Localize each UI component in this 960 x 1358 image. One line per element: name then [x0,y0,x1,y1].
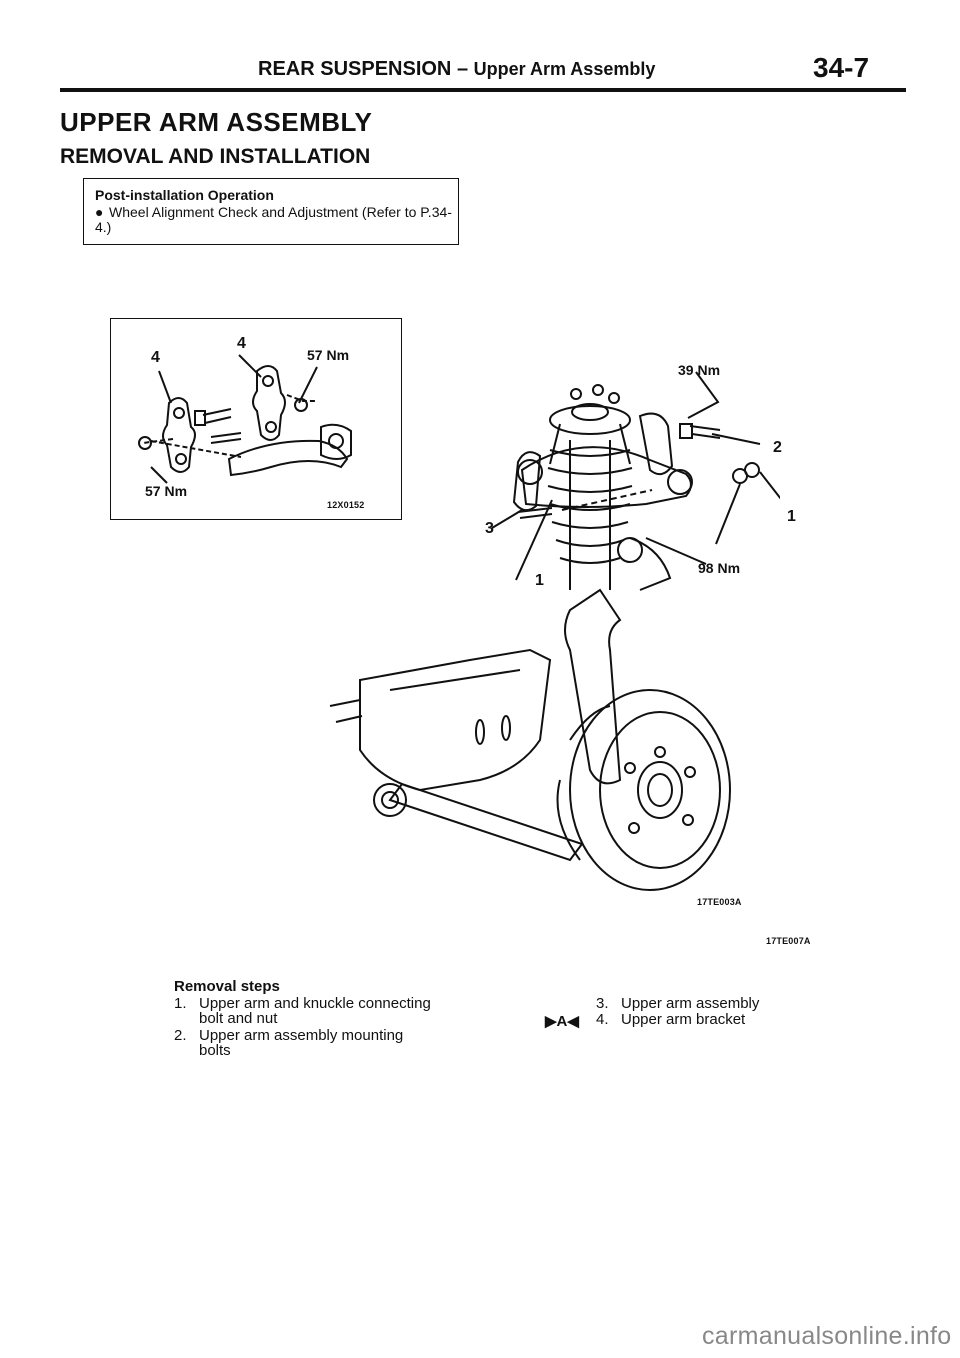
service-point-mark: ▶A◀ [545,1013,579,1030]
inset-figure-code: 12X0152 [327,500,365,510]
removal-steps-heading: Removal steps [174,978,280,995]
torque-label-top: 57 Nm [307,347,350,363]
figure-code-outer: 17TE007A [766,936,811,946]
callout-2: 2 [773,439,782,456]
watermark: carmanualsonline.info [702,1322,952,1350]
header-subsection: Upper Arm Assembly [473,59,656,79]
page-title: UPPER ARM ASSEMBLY [60,107,373,137]
callout-3: 3 [485,520,494,537]
removal-step: 2. Upper arm assembly mounting [174,1028,403,1043]
torque-label-bottom: 57 Nm [145,483,188,499]
removal-step: 4. Upper arm bracket [596,1012,745,1027]
post-installation-item-text: Wheel Alignment Check and Adjustment (Re… [95,204,452,235]
rear-suspension-illustration [329,371,780,891]
step-text-continued: bolts [199,1042,231,1059]
header-section: REAR SUSPENSION [258,58,452,80]
step-text: Upper arm bracket [621,1011,746,1028]
running-header: REAR SUSPENSION – Upper Arm Assembly [258,58,655,81]
step-text-continued: bolt and nut [199,1010,278,1027]
page-number: 34-7 [813,52,870,83]
post-installation-box: Post-installation Operation ●Wheel Align… [83,178,459,245]
header-rule [60,88,906,92]
inset-diagram-box: 4 4 57 Nm 57 Nm 12X0152 [110,318,402,520]
callout-4-left: 4 [151,349,160,366]
torque-label-98: 98 Nm [698,560,741,576]
section-subtitle: REMOVAL AND INSTALLATION [60,145,371,168]
figure-code-inner: 17TE003A [697,897,742,907]
step-number: 4. [596,1011,609,1028]
step-number: 3. [596,995,609,1012]
removal-step: 3. Upper arm assembly [596,996,759,1011]
step-number: 1. [174,995,187,1012]
header-dash: – [456,58,469,80]
step-text: Upper arm and knuckle connecting [199,995,431,1012]
torque-label-39: 39 Nm [678,362,721,378]
step-number: 2. [174,1027,187,1044]
bullet-icon: ● [95,204,104,220]
callout-1-right: 1 [787,508,796,525]
post-installation-item: ●Wheel Alignment Check and Adjustment (R… [95,205,455,235]
step-text: Upper arm assembly mounting [199,1027,404,1044]
removal-step: 1. Upper arm and knuckle connecting [174,996,431,1011]
callout-1-left: 1 [535,572,544,589]
post-installation-heading: Post-installation Operation [95,187,274,203]
upper-arm-bracket-illustration [138,354,352,484]
step-text: Upper arm assembly [621,995,760,1012]
callout-4-center: 4 [237,335,246,352]
